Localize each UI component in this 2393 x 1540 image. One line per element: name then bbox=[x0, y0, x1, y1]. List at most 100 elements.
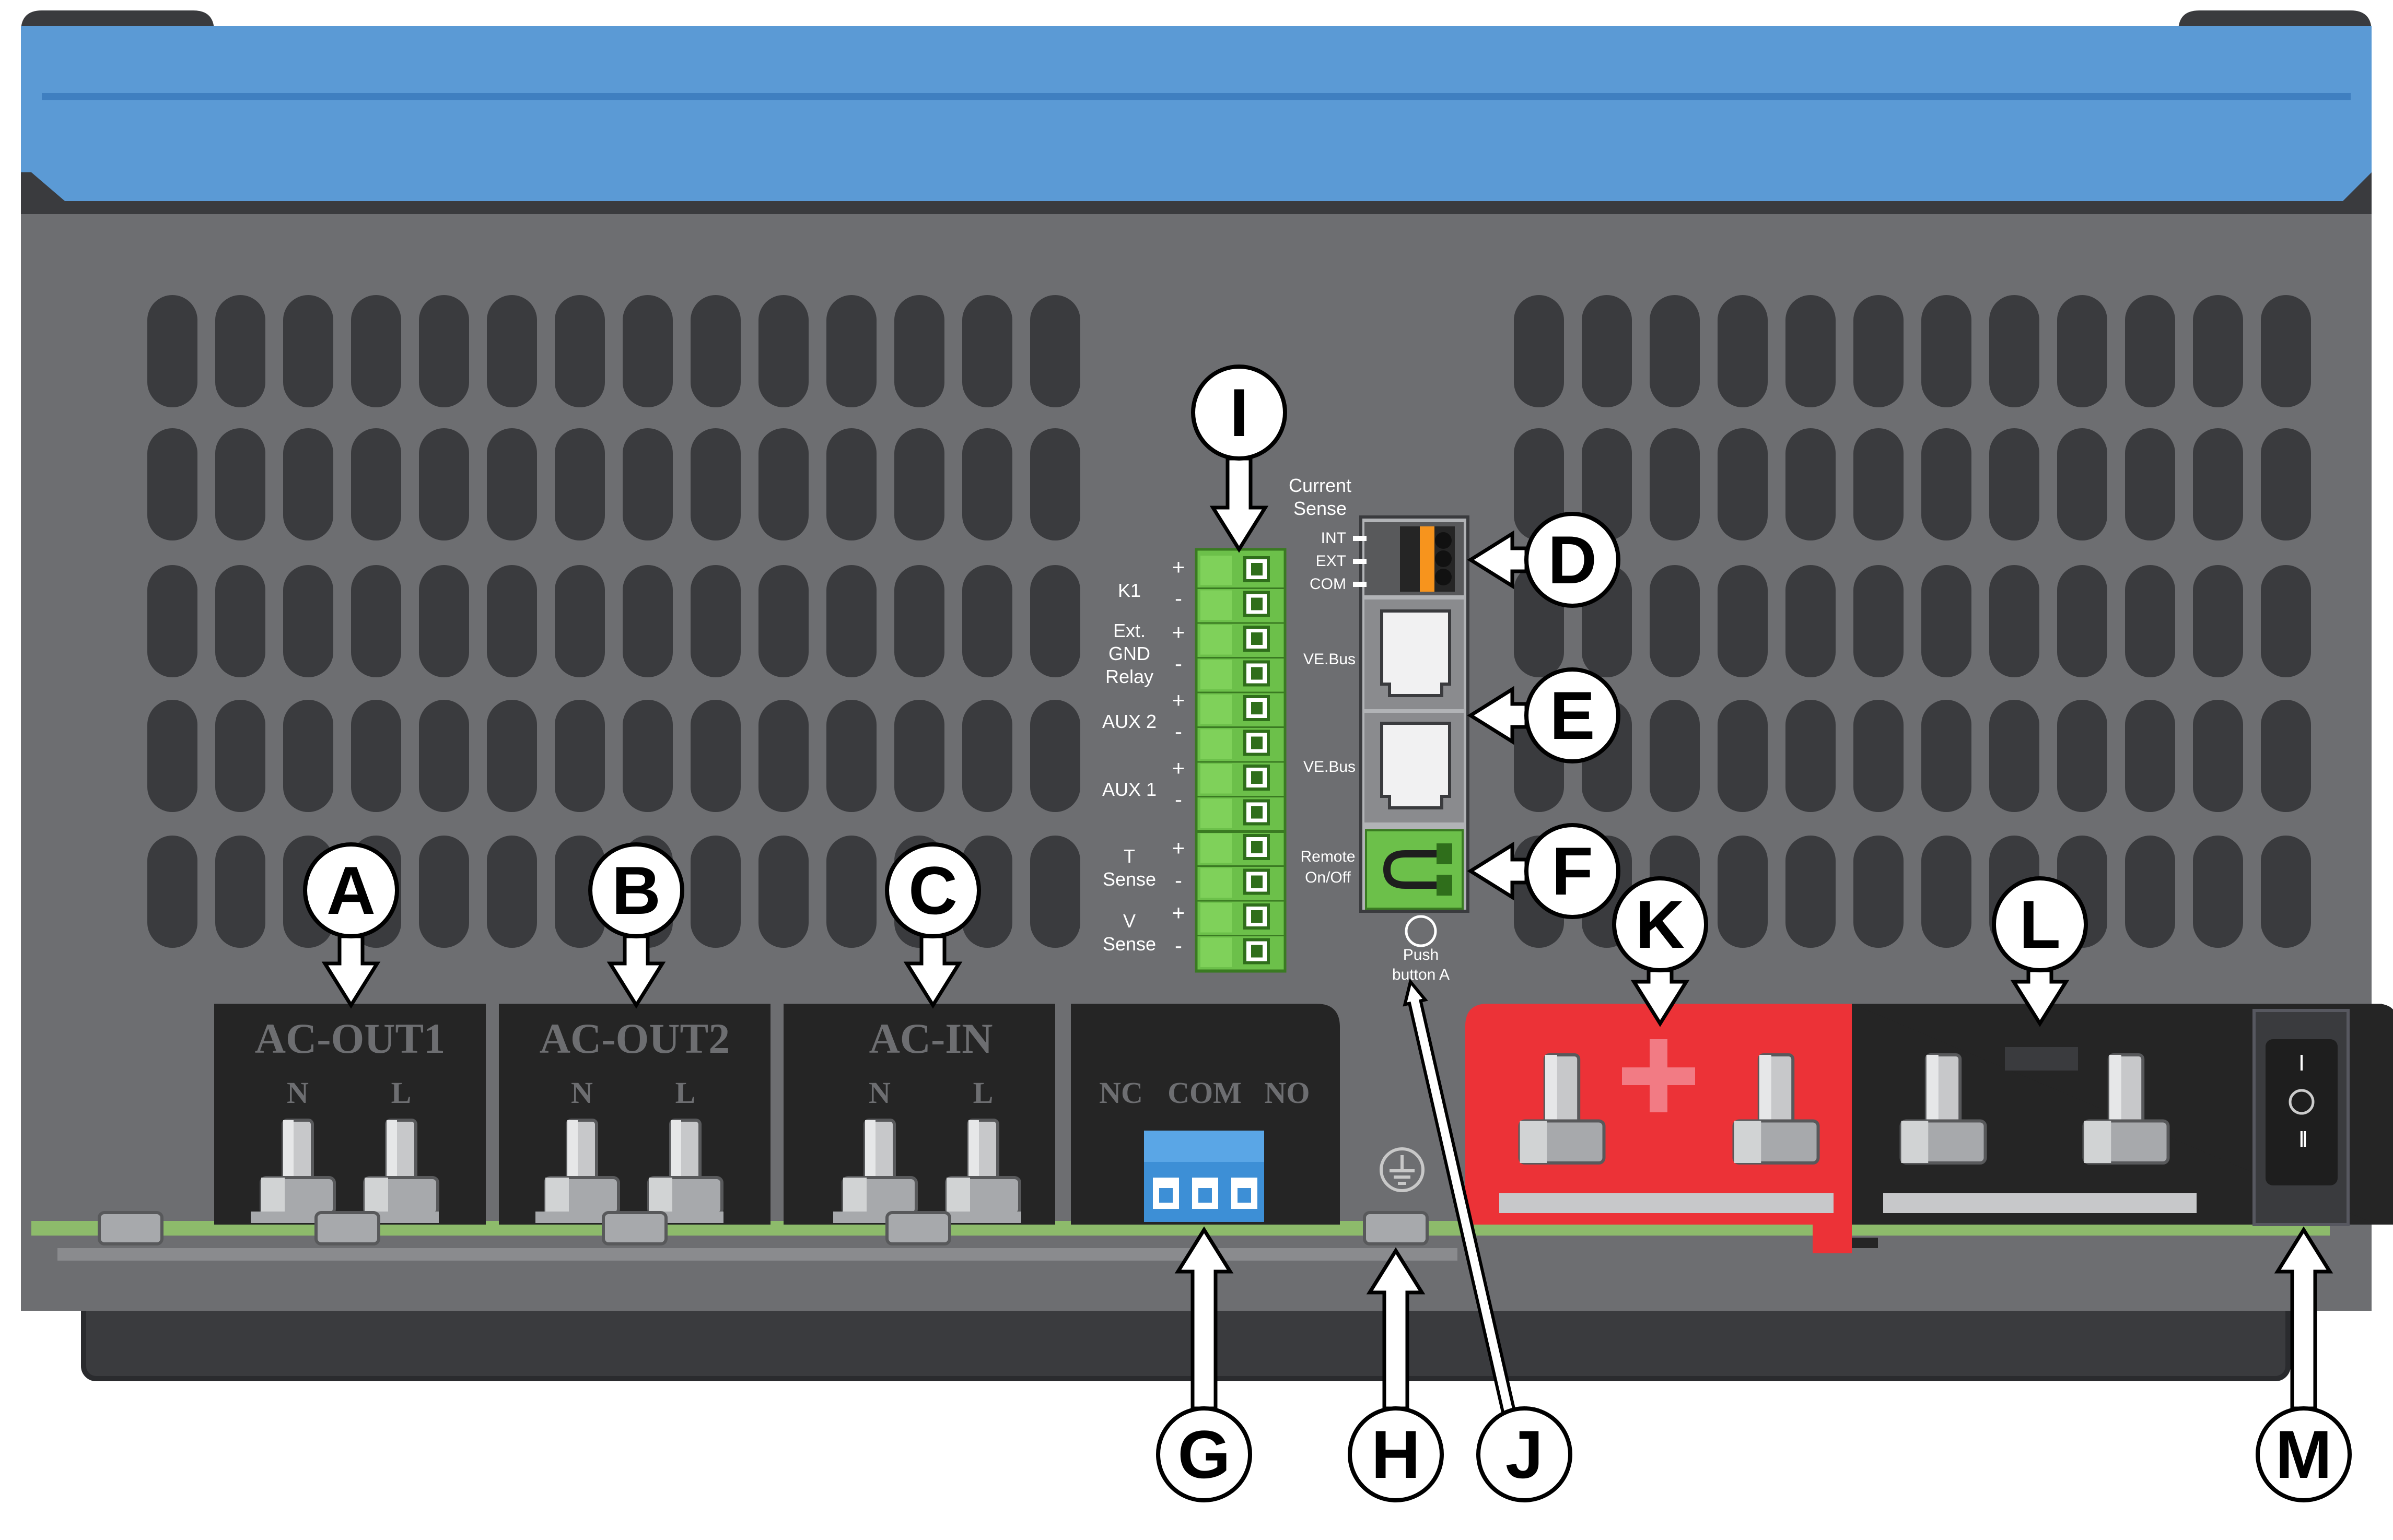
vent-slot bbox=[147, 428, 197, 540]
vent-slot bbox=[1921, 700, 1971, 812]
ac-in-title: AC-IN bbox=[869, 1015, 993, 1062]
pcb-nut bbox=[1363, 1211, 1429, 1245]
vent-slot bbox=[1718, 700, 1768, 812]
remote-onoff-socket-1 bbox=[1437, 843, 1452, 864]
callout-m: M bbox=[2256, 1226, 2352, 1502]
callout-arrow bbox=[1467, 841, 1528, 901]
main-switch[interactable]: I II bbox=[2252, 1009, 2350, 1226]
plus-sign: + bbox=[1172, 620, 1185, 644]
relay-connector[interactable] bbox=[1144, 1131, 1264, 1222]
callout-circle bbox=[1191, 365, 1287, 461]
callout-letter: L bbox=[2019, 886, 2060, 962]
minus-sign: - bbox=[1175, 719, 1182, 744]
callout-letter: J bbox=[1505, 1416, 1543, 1492]
vent-slot bbox=[758, 565, 809, 677]
label-v-sense-2: Sense bbox=[1103, 933, 1156, 955]
minus-sign: - bbox=[1175, 868, 1182, 892]
callout-circle bbox=[1524, 823, 1620, 919]
vent-slot bbox=[1650, 565, 1700, 677]
terminal-cell bbox=[1200, 660, 1232, 689]
vent-slot bbox=[487, 428, 537, 540]
control-terminal-strip[interactable] bbox=[1195, 548, 1287, 973]
vent-slot bbox=[487, 700, 537, 812]
vent-slot bbox=[691, 836, 741, 948]
vent-slot bbox=[691, 295, 741, 407]
label-aux2: AUX 2 bbox=[1102, 711, 1157, 732]
push-button-a[interactable] bbox=[1405, 915, 1437, 947]
vent-slot bbox=[215, 295, 265, 407]
vent-slot bbox=[555, 836, 605, 948]
vent-slot bbox=[2125, 295, 2175, 407]
communication-ports bbox=[1359, 515, 1469, 947]
vent-slot bbox=[215, 836, 265, 948]
vent-slot bbox=[2193, 295, 2243, 407]
terminal-screw-slot bbox=[1251, 875, 1263, 888]
ground-icon bbox=[1380, 1147, 1425, 1192]
callout-circle bbox=[1348, 1406, 1444, 1502]
vent-slot bbox=[1030, 295, 1080, 407]
plus-sign: + bbox=[1172, 836, 1185, 860]
plus-sign: + bbox=[1172, 555, 1185, 579]
terminal-screw-slot bbox=[1251, 806, 1263, 819]
vent-slot bbox=[283, 565, 333, 677]
label-t-sense-1: T bbox=[1124, 845, 1135, 867]
vent-slot bbox=[1030, 565, 1080, 677]
vent-slot bbox=[1030, 428, 1080, 540]
remote-onoff-connector[interactable] bbox=[1365, 829, 1464, 910]
vent-slot bbox=[962, 428, 1012, 540]
vent-slot bbox=[1785, 428, 1836, 540]
label-com: COM bbox=[1310, 575, 1346, 593]
label-int-tick bbox=[1353, 536, 1367, 541]
vebus-port-1-socket bbox=[1380, 609, 1451, 697]
label-push-2: button A bbox=[1392, 966, 1450, 983]
busbar-negative bbox=[1883, 1193, 2197, 1213]
vent-slot bbox=[555, 428, 605, 540]
battery-plus-icon bbox=[1622, 1039, 1695, 1112]
ac-out1-l-label: L bbox=[391, 1076, 412, 1110]
plus-sign: + bbox=[1172, 756, 1185, 780]
vent-slot bbox=[555, 295, 605, 407]
current-sense-pin-1 bbox=[1435, 532, 1452, 549]
vent-slot bbox=[894, 700, 944, 812]
callout-i: I bbox=[1191, 365, 1287, 553]
callout-letter: K bbox=[1636, 886, 1685, 962]
vent-slot bbox=[962, 836, 1012, 948]
vent-slot bbox=[2193, 700, 2243, 812]
remote-onoff-jumper bbox=[1383, 850, 1437, 889]
vent-slot bbox=[623, 700, 673, 812]
terminal-screw[interactable] bbox=[1243, 626, 1270, 652]
label-int: INT bbox=[1321, 530, 1346, 547]
callout-arrow bbox=[903, 934, 963, 1009]
callout-arrow bbox=[2010, 968, 2070, 1027]
vent-slot bbox=[1853, 836, 1904, 948]
vent-slot bbox=[1921, 836, 1971, 948]
callout-arrow bbox=[1467, 686, 1528, 745]
terminal-bolt bbox=[260, 1119, 336, 1216]
vent-slot bbox=[147, 295, 197, 407]
vent-slot bbox=[2125, 565, 2175, 677]
terminal-cell bbox=[1200, 590, 1232, 620]
vent-slot bbox=[1989, 700, 2039, 812]
vent-slot bbox=[1785, 700, 1836, 812]
callout-circle bbox=[885, 842, 981, 938]
vent-slot bbox=[419, 700, 469, 812]
pcb-nut bbox=[98, 1211, 164, 1245]
terminal-cell bbox=[1200, 729, 1232, 759]
terminal-cell bbox=[1200, 764, 1232, 794]
callout-letter: G bbox=[1177, 1416, 1230, 1492]
vent-slot bbox=[1785, 295, 1836, 407]
vent-slot bbox=[1718, 836, 1768, 948]
vent-slot bbox=[419, 565, 469, 677]
case-lid-lip bbox=[42, 93, 2351, 100]
switch-off-symbol bbox=[2289, 1089, 2315, 1115]
terminal-bolt bbox=[842, 1119, 918, 1216]
vent-slot bbox=[1030, 836, 1080, 948]
callout-letter: D bbox=[1548, 522, 1597, 598]
terminal-screw-slot bbox=[1251, 736, 1263, 749]
control-terminal-labels: K1 Ext. GND Relay AUX 2 AUX 1 T Sense V … bbox=[1102, 580, 1157, 955]
relay-block bbox=[1071, 1004, 1340, 1225]
pcb-nut bbox=[314, 1211, 380, 1245]
battery-bolts bbox=[1499, 1053, 2197, 1213]
label-ext-gnd-1: Ext. bbox=[1113, 620, 1146, 641]
